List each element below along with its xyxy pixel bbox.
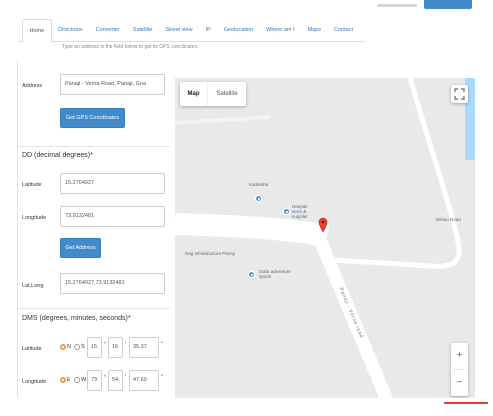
- dms-longitude-degrees-input[interactable]: 73: [87, 370, 102, 391]
- map-place-label: Rag Infrastructure Panaji: [185, 251, 235, 256]
- divider: [18, 146, 170, 147]
- tab-home[interactable]: Home: [22, 19, 52, 42]
- poi-icon[interactable]: [283, 208, 290, 215]
- get-address-button[interactable]: Get Address: [60, 238, 101, 258]
- header-link[interactable]: [377, 4, 417, 7]
- tab-converter[interactable]: Converter: [95, 27, 120, 33]
- tab-satellite[interactable]: Satellite: [132, 27, 153, 33]
- zoom-divider: [454, 369, 465, 370]
- tab-geolocation[interactable]: Geolocation: [223, 27, 254, 33]
- minute-symbol: ': [125, 342, 127, 348]
- panel-border: [17, 60, 18, 398]
- dd-latitude-input[interactable]: 15.2764927: [60, 173, 165, 194]
- map-canvas[interactable]: [175, 78, 475, 398]
- header-button[interactable]: [424, 0, 472, 9]
- latlong-input[interactable]: 15.2764927,73.9132481: [60, 273, 165, 294]
- dms-latitude-label: Latitude: [22, 346, 42, 352]
- second-symbol: '': [161, 375, 164, 381]
- map-side-road: [334, 78, 462, 269]
- fullscreen-button[interactable]: [451, 85, 468, 103]
- degree-symbol: °: [104, 342, 107, 348]
- dd-heading: DD (decimal degrees)*: [22, 152, 93, 159]
- radio-north[interactable]: [60, 344, 66, 350]
- radio-west-label: W: [81, 377, 87, 383]
- zoom-in-button[interactable]: +: [456, 350, 463, 361]
- tab-contact[interactable]: Contact: [334, 27, 353, 33]
- latlong-label: Lat,Long: [22, 283, 44, 289]
- map-view[interactable]: Kadamba Deepak store & supplier Velsao R…: [175, 78, 475, 398]
- map-type-satellite-button[interactable]: Satellite: [216, 91, 238, 97]
- zoom-control: + −: [451, 343, 468, 396]
- map-minor-road: [175, 115, 271, 125]
- intro-text: Type an address in the field below to ge…: [62, 44, 199, 50]
- map-type-control: Map Satellite: [180, 82, 246, 106]
- poi-icon[interactable]: [255, 195, 262, 202]
- dd-latitude-label: Latitude: [22, 182, 42, 188]
- map-place-label: Velsao Road: [435, 217, 461, 222]
- tab-ip[interactable]: IP: [205, 27, 211, 33]
- dms-longitude-label: Longitude: [22, 379, 47, 385]
- address-label: Address: [22, 83, 43, 89]
- radio-north-label: N: [67, 344, 71, 350]
- tab-maps[interactable]: Maps: [307, 27, 322, 33]
- map-marker-icon: [318, 217, 328, 233]
- map-place-label: Deepak store & supplier: [292, 204, 308, 219]
- bottom-accent-bar: [444, 402, 488, 404]
- dd-longitude-input[interactable]: 73.9132481: [60, 206, 165, 227]
- map-main-road: [175, 213, 330, 247]
- dms-latitude-degrees-input[interactable]: 15: [87, 337, 102, 358]
- map-place-label: Solar adventure sports: [259, 269, 291, 279]
- divider: [18, 308, 170, 309]
- radio-south[interactable]: [74, 344, 80, 350]
- dms-latitude-minutes-input[interactable]: 16: [108, 337, 123, 358]
- radio-east-label: E: [67, 377, 71, 383]
- address-input[interactable]: Panaji - Verna Road, Panaji, Goa: [60, 74, 165, 95]
- map-place-label: Kadamba: [249, 182, 269, 187]
- tab-street-view[interactable]: Street view: [165, 27, 193, 33]
- dms-longitude-minutes-input[interactable]: 54: [108, 370, 123, 391]
- map-water: [465, 78, 475, 160]
- radio-east[interactable]: [60, 377, 66, 383]
- degree-symbol: °: [104, 375, 107, 381]
- map-type-map-button[interactable]: Map: [180, 82, 208, 106]
- main-nav: Home Directions Converter Satellite Stre…: [18, 19, 365, 42]
- zoom-out-button[interactable]: −: [456, 377, 463, 388]
- dms-latitude-seconds-input[interactable]: 35.37: [129, 337, 159, 358]
- minute-symbol: ': [125, 375, 127, 381]
- radio-west[interactable]: [74, 377, 80, 383]
- dms-heading: DMS (degrees, minutes, seconds)*: [22, 315, 131, 322]
- fullscreen-icon: [454, 88, 465, 100]
- dms-longitude-seconds-input[interactable]: 47.69: [129, 370, 159, 391]
- second-symbol: '': [161, 342, 164, 348]
- tab-directions[interactable]: Directions: [58, 27, 83, 33]
- tab-where-am-i[interactable]: Where am I: [266, 27, 295, 33]
- map-highway-road: [309, 225, 393, 398]
- radio-south-label: S: [81, 344, 85, 350]
- dd-longitude-label: Longitude: [22, 215, 47, 221]
- poi-icon[interactable]: [248, 271, 255, 278]
- get-gps-coordinates-button[interactable]: Get GPS Coordinates: [60, 108, 125, 128]
